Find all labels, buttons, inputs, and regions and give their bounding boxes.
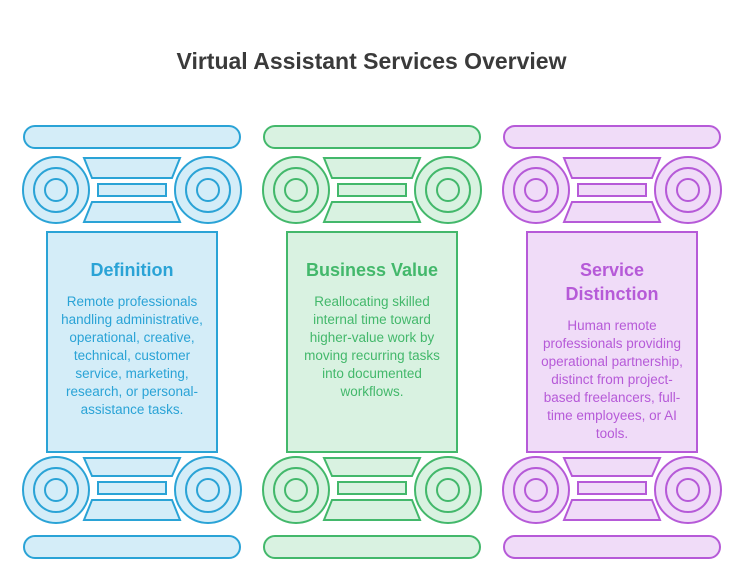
pillar-description: Human remote professionals providing ope… — [541, 318, 683, 441]
pillar-definition: Definition Remote professionals handling… — [22, 120, 242, 562]
pillar-service-distinction: Service Distinction Human remote profess… — [502, 120, 722, 562]
pillar-frame — [22, 125, 242, 453]
pillar-frame — [262, 125, 482, 453]
pillar-description: Reallocating skilled internal time towar… — [304, 294, 440, 399]
pillar-heading: Definition — [90, 260, 174, 280]
pillar-description: Remote professionals handling administra… — [61, 294, 203, 417]
pillar-frame — [502, 125, 722, 453]
diagram-title: Virtual Assistant Services Overview — [176, 48, 567, 74]
pillar-business-value: Business Value Reallocating skilled inte… — [262, 120, 482, 562]
pillar-heading: Business Value — [305, 260, 439, 280]
pillar-heading: Service Distinction — [565, 260, 659, 304]
